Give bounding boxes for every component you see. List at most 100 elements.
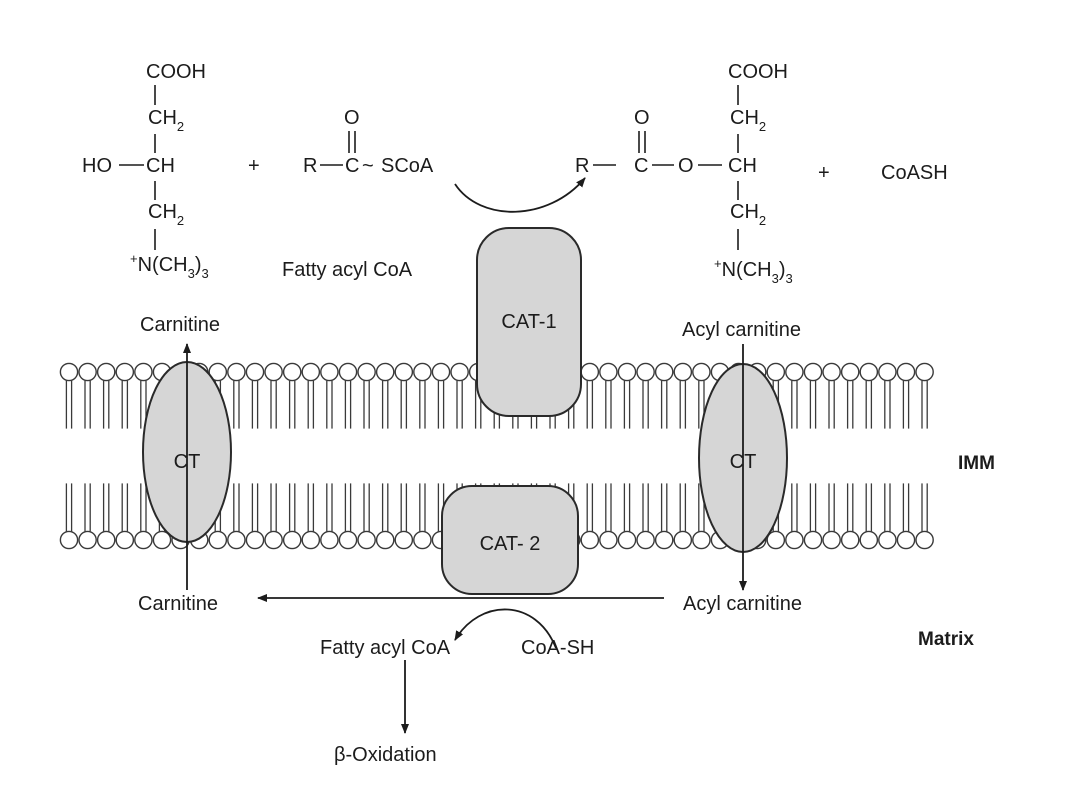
lipid-head [413, 530, 432, 550]
lipid-head [115, 362, 135, 382]
acylcar-c: C [634, 155, 648, 177]
acylcar-o-ester: O [678, 155, 694, 177]
lipid-head [617, 362, 637, 382]
lipid-head [320, 362, 339, 382]
lipid-head [134, 530, 153, 550]
cat1-reaction-arrow [454, 177, 586, 213]
lipid-head [413, 362, 432, 382]
carnitine-bottom-label: Carnitine [138, 593, 218, 615]
lipid-head [617, 530, 637, 550]
lipid-head [394, 362, 414, 382]
plus-sign-2: + [818, 162, 830, 184]
lipid-head [431, 362, 451, 382]
lipid-head [78, 530, 97, 550]
facoa-r: R [303, 155, 317, 177]
lipid-head [915, 530, 934, 550]
lipid-head [59, 362, 79, 382]
lipid-head [692, 530, 711, 550]
lipid-head [822, 362, 841, 382]
fatty-acyl-coa-label: Fatty acyl CoA [282, 259, 413, 281]
lipid-head [245, 530, 265, 550]
lipid-head [301, 530, 321, 550]
lipid-head [134, 362, 153, 382]
lipid-head [803, 362, 823, 382]
lipid-head [152, 530, 172, 550]
plus-sign-1: + [248, 155, 260, 177]
lipid-head [896, 362, 916, 382]
lipid-head [78, 362, 97, 382]
fatty-acyl-coa-matrix-label: Fatty acyl CoA [320, 637, 451, 659]
lipid-head [692, 362, 711, 382]
coa-sh-label: CoA-SH [521, 637, 594, 659]
lipid-head [245, 362, 265, 382]
lipid-head [878, 530, 897, 550]
acyl-carnitine-bottom-label: Acyl carnitine [683, 593, 802, 615]
lipid-head [338, 362, 358, 382]
fatty-acyl-coa-structure: R O C ~ SCoA Fatty acyl CoA [282, 107, 434, 281]
lipid-head [96, 530, 116, 550]
facoa-tilde: ~ [362, 155, 374, 177]
acylcar-ch: CH [728, 155, 757, 177]
imm-label: IMM [958, 453, 995, 474]
facoa-scoa: SCoA [381, 155, 434, 177]
coash-label: CoASH [881, 162, 948, 184]
cat2-enzyme: CAT- 2 [441, 485, 579, 595]
lipid-head [766, 362, 786, 382]
lipid-head [636, 362, 655, 382]
matrix-label: Matrix [918, 629, 974, 650]
lipid-head [654, 530, 674, 550]
lipid-head [580, 362, 600, 382]
lipid-head [673, 530, 693, 550]
acylcar-ch2-top: CH2 [730, 107, 766, 134]
lipid-head [208, 530, 228, 550]
lipid-head [375, 362, 395, 382]
acyl-carnitine-structure: R O C O COOH CH2 CH CH2 +N(CH3)3 [575, 61, 793, 286]
lipid-head [785, 530, 804, 550]
cat1-label: CAT-1 [501, 311, 556, 333]
carnitine-n-group: +N(CH3)3 [130, 251, 209, 281]
carnitine-cooh: COOH [146, 61, 206, 83]
lipid-head [766, 530, 786, 550]
carnitine-structure: COOH CH2 HO CH CH2 +N(CH3)3 [82, 61, 209, 281]
acylcar-cooh: COOH [728, 61, 788, 83]
lipid-head [840, 530, 860, 550]
facoa-c: C [345, 155, 359, 177]
facoa-o: O [344, 107, 360, 129]
carnitine-ch: CH [146, 155, 175, 177]
lipid-head [59, 530, 79, 550]
lipid-head [599, 362, 618, 382]
lipid-head [915, 362, 934, 382]
lipid-head [357, 362, 376, 382]
cat2-label: CAT- 2 [480, 533, 541, 555]
lipid-head [227, 362, 246, 382]
lipid-head [599, 530, 618, 550]
lipid-head [654, 362, 674, 382]
lipid-head [320, 530, 339, 550]
acylcar-n-group: +N(CH3)3 [714, 256, 793, 286]
lipid-head [785, 362, 804, 382]
beta-oxidation-label: β-Oxidation [334, 744, 437, 766]
lipid-head [859, 362, 879, 382]
acylcar-r: R [575, 155, 589, 177]
lipid-head [450, 362, 469, 382]
lipid-head [840, 362, 860, 382]
cat1-enzyme: CAT-1 [476, 227, 582, 417]
lipid-head [803, 530, 823, 550]
cat2-reaction-arrow [454, 608, 557, 649]
lipid-head [282, 362, 302, 382]
acyl-carnitine-top-label: Acyl carnitine [682, 319, 801, 341]
lipid-head [896, 530, 916, 550]
lipid-head [301, 362, 321, 382]
lipid-head [580, 530, 600, 550]
lipid-head [96, 362, 116, 382]
lipid-head [822, 530, 841, 550]
lipid-head [227, 530, 246, 550]
lipid-head [636, 530, 655, 550]
lipid-head [878, 362, 897, 382]
lipid-head [338, 530, 358, 550]
lipid-head [673, 362, 693, 382]
carnitine-ch2-top: CH2 [148, 107, 184, 134]
acylcar-ch2-bottom: CH2 [730, 201, 766, 228]
lipid-head [357, 530, 376, 550]
